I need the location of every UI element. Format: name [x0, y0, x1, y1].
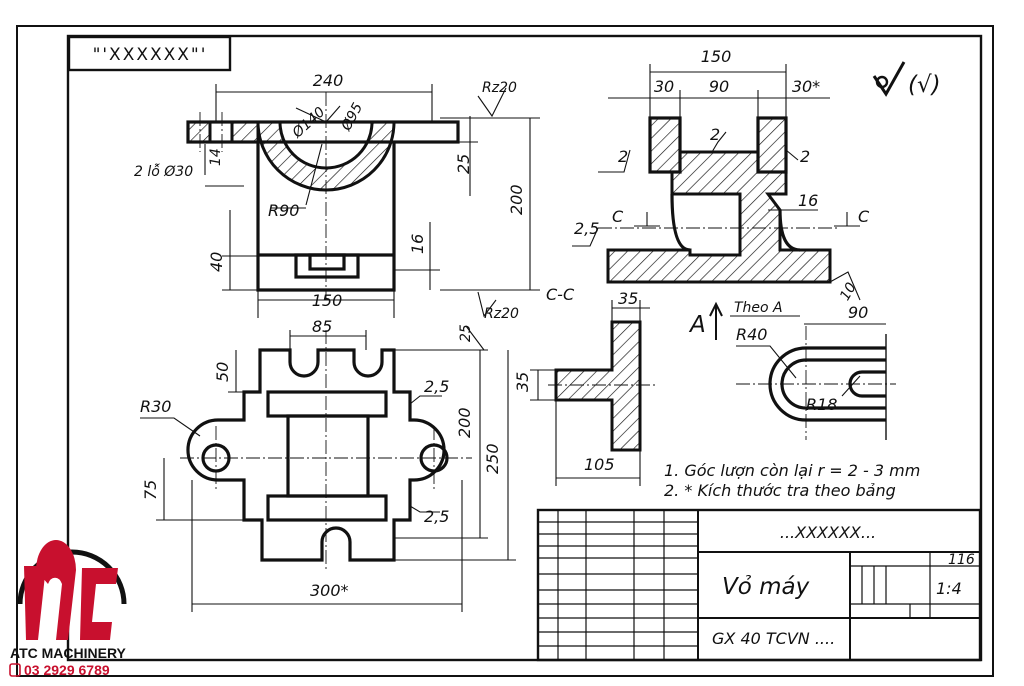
dim-30-left: 30 [654, 77, 674, 96]
dim-150-front: 150 [312, 291, 343, 310]
dim-2-left: 2 [618, 147, 628, 166]
dim-2-5-side: 2,5 [574, 219, 599, 238]
phone-icon [9, 663, 21, 677]
title-sheet: 116 [948, 552, 975, 568]
dim-50: 50 [213, 362, 232, 382]
dim-35-top: 35 [618, 289, 638, 308]
dim-85: 85 [312, 317, 332, 336]
section-cc-label: C-C [546, 285, 575, 304]
outer-sheet-border [16, 25, 994, 677]
side-view: 150 30 90 30* 2 2 2 16 2,5 C C 10 (√) [572, 47, 941, 303]
rz20-top: Rz20 [482, 80, 517, 96]
theo-a-label: Theo A [734, 300, 783, 316]
rz20-bottom: Rz20 [484, 306, 519, 322]
note-2: 2. * Kích thước tra theo bảng [664, 481, 896, 500]
dim-75: 75 [141, 480, 160, 500]
dim-105: 105 [584, 455, 615, 474]
view-a: A Theo A 90 R40 R18 [688, 300, 896, 440]
dim-90-side: 90 [709, 77, 729, 96]
note-1: 1. Góc lượn còn lại r = 2 - 3 mm [664, 461, 920, 480]
inner-drawing-frame [66, 34, 983, 662]
title-scale: 1:4 [936, 579, 962, 598]
title-material: GX 40 TCVN .... [712, 629, 835, 648]
section-c-right: C [858, 207, 870, 226]
dim-16-side: 16 [798, 191, 818, 210]
dim-90-view-a: 90 [848, 303, 868, 322]
roughness-general: (√) [908, 72, 941, 98]
top-view: 85 50 R30 75 300* 25 200 250 2,5 2,5 [140, 317, 516, 612]
dim-200-top: 200 [455, 407, 474, 438]
dim-r18: R18 [806, 395, 837, 414]
title-drawing-number: ...XXXXXX... [780, 523, 876, 542]
dim-240: 240 [313, 71, 344, 90]
title-block: ...XXXXXX... Vỏ máy 116 1:4 GX 40 TCVN .… [536, 508, 982, 662]
dim-150-side: 150 [701, 47, 732, 66]
dim-r90: R90 [268, 201, 299, 220]
logo-company-name: ATC MACHINERY [10, 645, 127, 661]
section-c-c: C-C 35 35 105 [513, 285, 658, 486]
dim-25-front: 25 [454, 154, 473, 174]
header-box-text: "'XXXXXX"' [93, 45, 208, 65]
dim-2-right: 2 [800, 147, 810, 166]
dim-30-right: 30* [792, 77, 820, 96]
logo-phone: 03 2929 6789 [24, 662, 110, 678]
front-view: 240 150 Ø140 Ø95 R90 14 2 lỗ Ø30 40 16 2… [134, 71, 540, 322]
dim-200-front: 200 [507, 184, 526, 215]
section-c-left: C [612, 207, 624, 226]
dim-2-holes: 2 lỗ Ø30 [134, 163, 193, 180]
dim-14: 14 [208, 148, 224, 166]
dim-300: 300* [310, 581, 349, 600]
dim-phi95: Ø95 [338, 100, 366, 134]
dim-2-mid: 2 [710, 125, 720, 144]
atc-logo: ATC MACHINERY 03 2929 6789 [9, 540, 127, 678]
dim-35-side: 35 [513, 372, 532, 392]
dim-25-top: 25 [458, 324, 474, 342]
dim-r40: R40 [736, 325, 767, 344]
dim-2-5-top: 2,5 [424, 377, 449, 396]
header-box [67, 35, 232, 72]
dim-40: 40 [207, 252, 226, 272]
dim-250: 250 [483, 443, 502, 474]
dim-16-front: 16 [408, 234, 427, 254]
dim-2-5-bottom: 2,5 [424, 507, 449, 526]
view-a-arrow-label: A [688, 312, 706, 338]
dim-r30: R30 [140, 397, 171, 416]
title-part-name: Vỏ máy [722, 574, 810, 600]
